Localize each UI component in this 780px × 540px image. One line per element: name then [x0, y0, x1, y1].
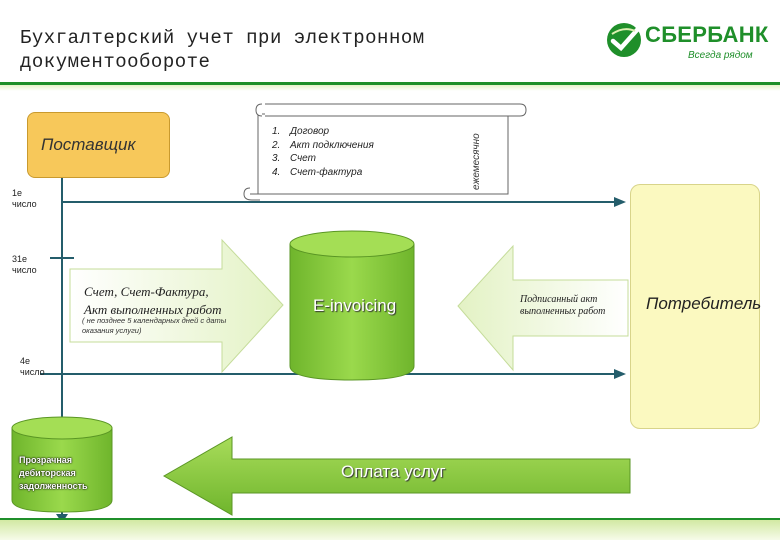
debt-label: Прозрачная дебиторская задолженность	[19, 455, 88, 491]
debt-cylinder	[11, 416, 113, 513]
document-scroll	[243, 103, 527, 201]
payment-label: Оплата услуг	[341, 462, 446, 481]
footer-band	[0, 520, 780, 540]
einvoicing-label: E-invoicing	[313, 296, 397, 315]
logo-slogan: Всегда рядом	[688, 50, 753, 61]
invoice-arrow-title: Счет, Счет-Фактура, Акт выполненных рабо…	[84, 284, 222, 317]
footer-divider	[0, 518, 780, 520]
logo-wordmark: СБЕРБАНК	[645, 22, 769, 47]
header-divider	[0, 82, 780, 85]
signed-act-label: Подписанный акт выполненных работ	[520, 294, 606, 317]
invoice-arrow-note: ( не позднее 5 календарных дней с даты о…	[82, 316, 227, 335]
document-item: 3.Счет	[272, 153, 316, 164]
header-band	[0, 85, 780, 91]
payment-arrow	[162, 436, 631, 516]
document-item: 1.Договор	[272, 126, 330, 137]
document-item: 4.Счет-фактура	[272, 166, 363, 178]
consumer-box	[630, 184, 760, 429]
document-list: 1.Договор 2.Акт подключения 3.Счет 4.Сче…	[272, 125, 374, 179]
sberbank-logo-icon	[607, 23, 641, 57]
page-title: Бухгалтерский учет при электронном докум…	[20, 27, 425, 73]
signed-act-arrow	[457, 244, 629, 372]
supplier-label: Поставщик	[41, 135, 136, 154]
einvoicing-cylinder	[289, 230, 415, 381]
supplier-box	[27, 112, 170, 178]
scroll-side-label: ежемесячно	[471, 133, 482, 190]
invoice-arrow	[69, 238, 284, 374]
consumer-label: Потребитель	[646, 294, 762, 313]
document-item: 2.Акт подключения	[272, 139, 374, 151]
